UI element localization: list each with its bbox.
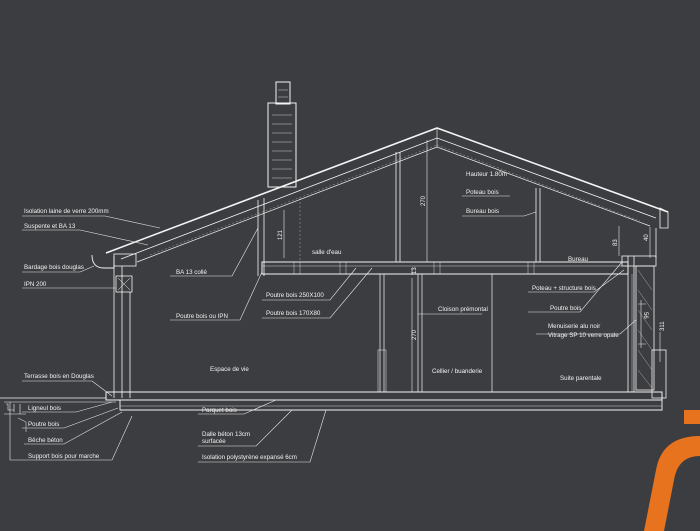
label-support-marche: Support bois pour marche: [28, 453, 100, 460]
label-poutre-bois-left: Poutre bois: [28, 421, 59, 428]
label-suite: Suite parentale: [560, 375, 602, 382]
label-cloison: Cloison prémontal: [438, 306, 488, 313]
label-suspente-ba13: Suspente et BA 13: [24, 223, 76, 230]
dim-83: 83: [613, 239, 619, 246]
label-espace-vie: Espace de vie: [210, 366, 249, 373]
label-bureau: Bureau: [568, 256, 589, 263]
mezzanine-floor: [261, 261, 629, 275]
orange-bracket-logo-icon: [644, 410, 700, 531]
dim-270-top: 270: [421, 195, 427, 206]
label-poutre-170: Poutre bois 170X80: [266, 310, 321, 317]
dim-13: 13: [412, 267, 418, 274]
left-eave: [91, 253, 137, 293]
dim-311: 311: [660, 321, 666, 331]
label-bardage: Bardage bois douglas: [24, 264, 84, 271]
dim-121: 121: [278, 229, 284, 240]
label-cellier: Cellier / buanderie: [432, 368, 483, 375]
label-poteau-structure: Poteau + structure bois: [532, 285, 596, 292]
dimension-lines: [283, 140, 661, 392]
label-poutre-250: Poutre bois 250X100: [266, 292, 324, 299]
label-ba13-colle: BA 13 collé: [176, 269, 208, 276]
label-dalle-2: surfacée: [202, 438, 226, 445]
chimney: [267, 81, 297, 188]
leader-lines: [9, 195, 637, 463]
dim-270-bottom: 270: [412, 329, 418, 340]
walls: [113, 152, 667, 399]
label-vitrage: Vitrage SP 10 verre opale: [548, 332, 619, 339]
label-parquet: Parquet bois: [202, 407, 237, 414]
label-isolation-poly: Isolation polystyrène expansé 6cm: [202, 454, 297, 461]
label-ligneul: Ligneul bois: [28, 405, 61, 412]
label-poutre-bois-right: Poutre bois: [550, 305, 581, 312]
label-hauteur: Hauteur 1.80m: [466, 171, 507, 178]
label-ipn200: IPN 200: [24, 281, 47, 288]
label-salle-eau: salle d'eau: [312, 249, 342, 256]
roof: [105, 127, 669, 263]
dim-56: 56: [642, 312, 648, 319]
label-dalle-1: Dalle béton 13cm: [202, 431, 250, 438]
label-bureau-bois: Bureau bois: [466, 208, 499, 215]
label-isolation-laine: Isolation laine de verre 200mm: [24, 208, 109, 215]
annotations: Isolation laine de verre 200mm Suspente …: [24, 171, 666, 461]
label-beche: Bêche béton: [28, 437, 63, 444]
label-terrasse: Terrasse bois en Douglas: [24, 373, 94, 380]
label-menuiserie: Menuiserie alu noir: [548, 323, 600, 330]
label-poutre-ipn: Poutre bois ou IPN: [176, 313, 228, 320]
partitions: [299, 198, 633, 393]
dim-40: 40: [644, 234, 650, 241]
label-poteau-bois: Poteau bois: [466, 189, 499, 196]
floor-slab: [0, 391, 663, 432]
